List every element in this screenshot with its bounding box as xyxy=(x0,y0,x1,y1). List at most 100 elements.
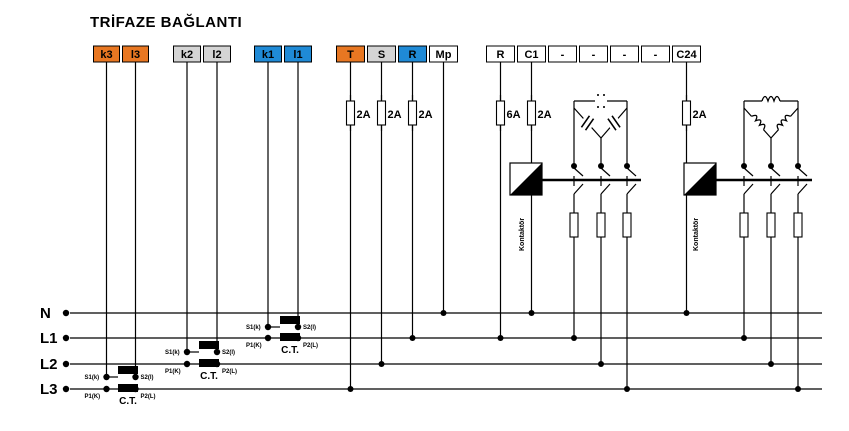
s-junction xyxy=(378,361,385,367)
ct-s2-label: S2(l) xyxy=(222,350,235,356)
terminal-ct2-0 xyxy=(173,45,201,63)
coil-gap xyxy=(762,96,780,106)
phase-junction xyxy=(624,386,630,392)
loads xyxy=(579,95,795,134)
fuse-relay-c24-label: 2A xyxy=(693,109,707,121)
diag-cap xyxy=(606,115,622,131)
phase-junction xyxy=(768,361,774,367)
terminal-relay-4 xyxy=(610,45,639,63)
fuse-t xyxy=(345,100,356,126)
contactors: Kontaktör Kontaktör xyxy=(509,162,808,251)
fuse-r-label: 2A xyxy=(419,109,433,121)
ct-p2-dot xyxy=(213,360,221,368)
phase-fuse xyxy=(793,212,803,238)
terminal-label: C24 xyxy=(676,49,697,61)
ct-p2-dot xyxy=(132,385,139,393)
mp-junction xyxy=(440,310,447,316)
terminal-label: l1 xyxy=(293,49,302,61)
ct-p2-label: P2(L) xyxy=(303,343,318,349)
terminal-relay-1 xyxy=(517,45,546,63)
terminal-label: k2 xyxy=(181,49,193,61)
ct-p2-dot xyxy=(294,334,302,342)
diag-coil xyxy=(747,112,768,134)
fuse-relay-c1-label: 2A xyxy=(538,109,552,121)
contact-lower-arm xyxy=(770,183,781,195)
junction-dots xyxy=(62,163,801,393)
current-transformers: S1(k) S2(l) P1(K) P2(L) C.T. S1(k) S2(l) P1(K) P… xyxy=(85,316,318,407)
ct-secondary-bar xyxy=(199,341,219,349)
contactor-label-1: Kontaktör xyxy=(519,218,526,251)
ct-secondary-bar xyxy=(280,316,300,324)
contact-upper-arm xyxy=(600,167,611,177)
ct-p1-dot xyxy=(264,334,272,342)
ct-p1-label: P1(K) xyxy=(246,343,262,349)
terminal-label: R xyxy=(409,49,417,61)
contactor-coil-fill-1 xyxy=(510,163,542,195)
phase-fuse xyxy=(622,212,632,238)
ct-p1-dot xyxy=(183,360,191,368)
ct-primary-bar xyxy=(199,359,219,367)
terminal-relay-6 xyxy=(672,45,701,63)
contact-lower-arm xyxy=(626,183,637,195)
fuse-relay-c24 xyxy=(681,100,692,126)
ct-p2-label: P2(L) xyxy=(222,369,237,375)
ct-s1-dot xyxy=(183,348,191,356)
bus-n-label: N xyxy=(40,305,51,322)
wires xyxy=(70,62,822,390)
ct-p2-label: P2(L) xyxy=(141,394,156,400)
contact-top-dot xyxy=(571,163,577,169)
phase-fuse xyxy=(596,212,606,238)
ct-s2-label: S2(l) xyxy=(303,325,316,331)
bus-l1-label: L1 xyxy=(40,330,58,347)
ct-p1-label: P1(K) xyxy=(85,394,101,400)
phase-fuse xyxy=(766,212,776,238)
terminal-label: k1 xyxy=(262,49,274,61)
contact-upper-arm xyxy=(770,167,781,177)
ct-s1-label: S1(k) xyxy=(165,350,180,356)
diagram-title: TRİFAZE BAĞLANTI xyxy=(90,13,242,31)
terminal-ct1-1 xyxy=(284,45,312,63)
contact-lower-arm xyxy=(743,183,754,195)
ct-label: C.T. xyxy=(119,396,137,407)
ct-primary-bar xyxy=(280,333,300,341)
phase-junction xyxy=(598,361,604,367)
terminal-relay-3 xyxy=(579,45,608,63)
terminal-relay-2 xyxy=(548,45,577,63)
diag-cap xyxy=(579,115,596,131)
terminal-label: - xyxy=(592,49,596,61)
relay-c1-junction xyxy=(528,310,535,316)
contact-top-dot xyxy=(598,163,604,169)
terminal-label: S xyxy=(378,49,385,61)
ct-primary-bar xyxy=(118,384,138,392)
bus-n-terminal-dot xyxy=(62,309,70,317)
fuse-relay-r-label: 6A xyxy=(507,109,521,121)
contact-upper-arm xyxy=(743,167,754,177)
contact-top-dot xyxy=(741,163,747,169)
fuse-relay-r xyxy=(495,100,506,126)
phase-junction xyxy=(795,386,801,392)
contact-lower-arm xyxy=(797,183,808,195)
contactor-label-2: Kontaktör xyxy=(693,218,700,251)
terminal-ct1-0 xyxy=(254,45,282,63)
fuse-s-label: 2A xyxy=(388,109,402,121)
terminal-label: Mp xyxy=(436,49,452,61)
terminal-label: l3 xyxy=(131,49,140,61)
fuse-s xyxy=(376,100,387,126)
bus-l3-terminal-dot xyxy=(62,385,70,393)
terminal-label: - xyxy=(561,49,565,61)
terminal-label: - xyxy=(654,49,658,61)
contact-lower-arm xyxy=(573,183,584,195)
contact-top-dot xyxy=(624,163,630,169)
bus-l2-terminal-dot xyxy=(62,360,70,368)
ct-p1-dot xyxy=(103,385,110,393)
ct-s2-dot xyxy=(132,373,139,381)
ct-s1-label: S1(k) xyxy=(85,375,100,381)
terminal-label: k3 xyxy=(100,49,112,61)
phase-fuse xyxy=(739,212,749,238)
bus-l2-label: L2 xyxy=(40,356,58,373)
ct-label: C.T. xyxy=(200,371,218,382)
cap-gap xyxy=(595,96,607,106)
r-junction xyxy=(409,335,416,341)
